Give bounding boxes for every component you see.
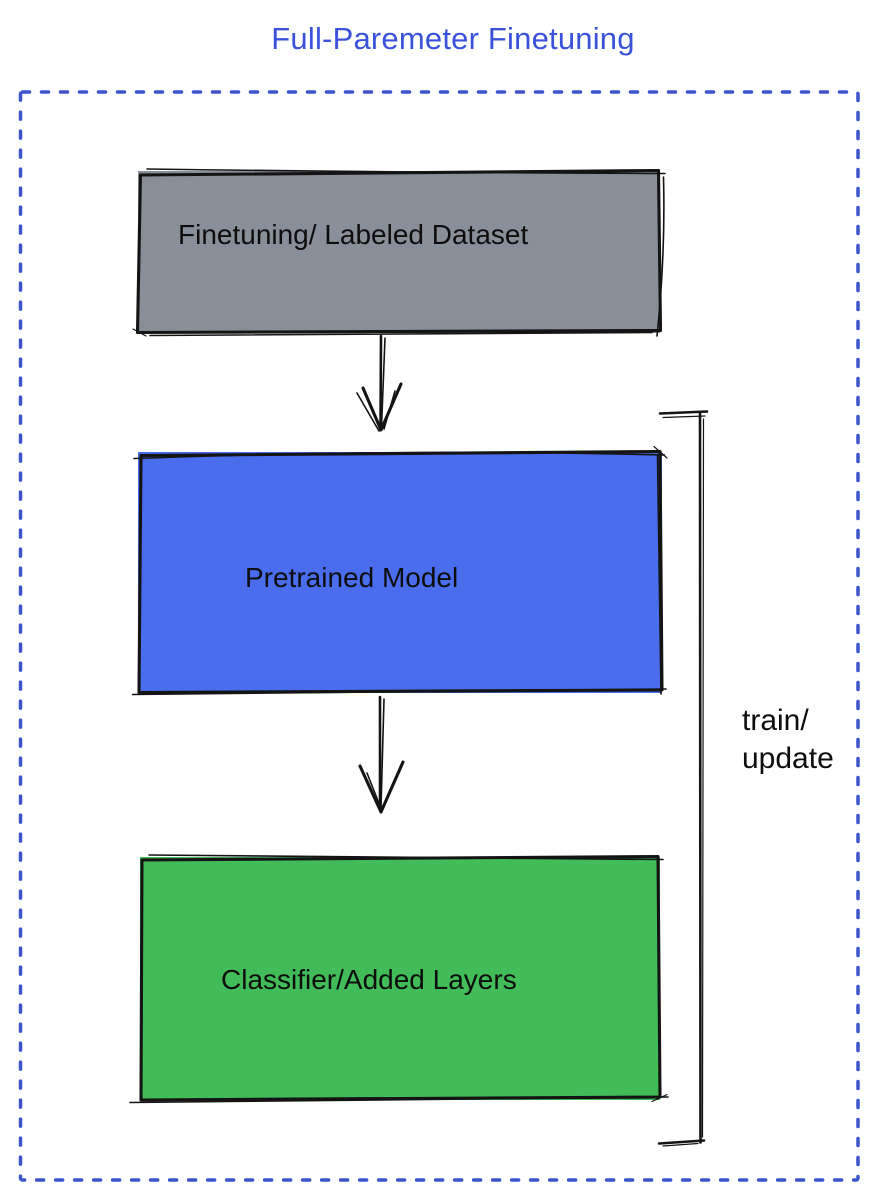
bracket-label-line-2: update (742, 742, 834, 775)
arrow-pretrained-to-classifier (358, 695, 405, 814)
arrow-dataset-to-pretrained (356, 334, 403, 432)
box-pretrained-model-label: Pretrained Model (245, 562, 459, 593)
box-finetuning-dataset-label: Finetuning/ Labeled Dataset (178, 219, 529, 250)
bracket-label: train/ update (742, 702, 834, 778)
box-pretrained-model: Pretrained Model (138, 452, 662, 693)
bracket-label-line-1: train/ (742, 704, 809, 737)
train-update-bracket (657, 410, 709, 1147)
box-classifier-added-layers: Classifier/Added Layers (140, 857, 660, 1100)
diagram-title: Full-Paremeter Finetuning (271, 21, 635, 56)
box-finetuning-dataset: Finetuning/ Labeled Dataset (138, 171, 660, 333)
box-classifier-added-layers-label: Classifier/Added Layers (221, 964, 517, 995)
